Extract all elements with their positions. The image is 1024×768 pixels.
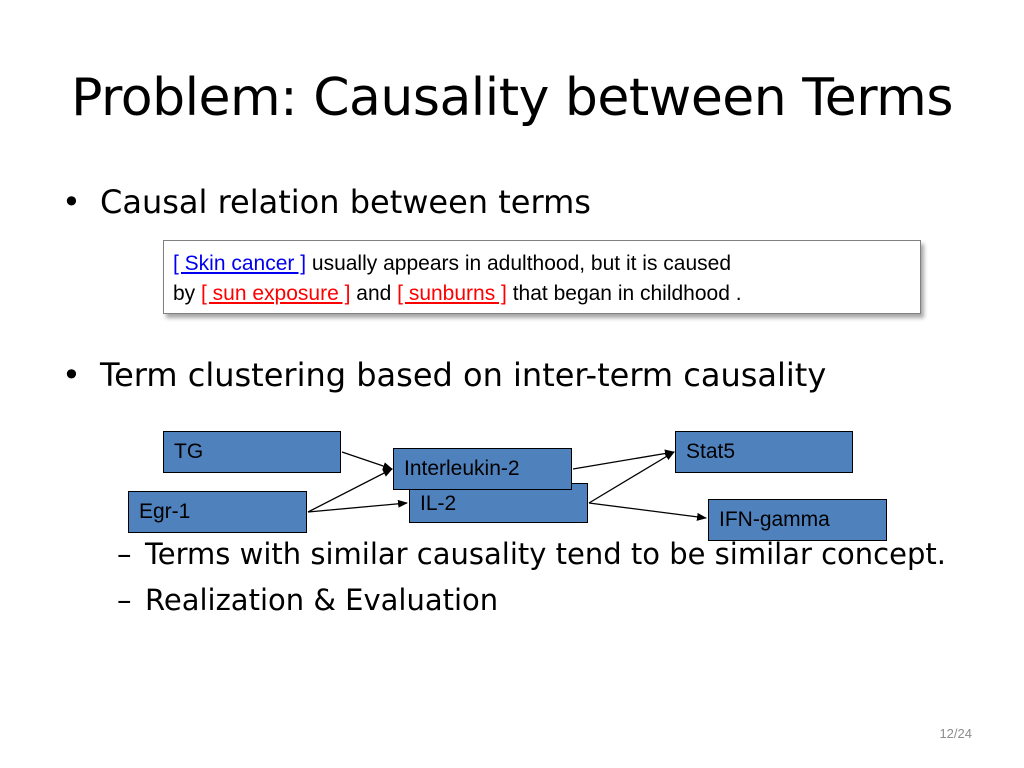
cause-term-sun-exposure: [ sun exposure ] <box>201 282 351 305</box>
cause-term-skin-cancer: [ Skin cancer ] <box>173 252 307 275</box>
bullet-term-clustering: • Term clustering based on inter-term cau… <box>62 355 826 395</box>
sub-bullet-realization: –Realization & Evaluation <box>117 582 498 618</box>
node-il-2: IL-2 <box>409 483 588 523</box>
sub-bullet-similar-causality: –Terms with similar causality tend to be… <box>117 536 946 572</box>
node-tg: TG <box>163 431 341 473</box>
bullet-causal-relation: • Causal relation between terms <box>62 182 591 222</box>
cause-term-sunburns: [ sunburns ] <box>397 282 507 305</box>
bullet-marker: • <box>62 183 81 221</box>
sub-bullet-text: Realization & Evaluation <box>145 583 499 617</box>
example-text: and <box>350 282 398 305</box>
slide-title: Problem: Causality between Terms <box>71 68 953 128</box>
example-text: usually appears in adulthood, but it is … <box>306 252 732 275</box>
bullet-text: Causal relation between terms <box>100 183 591 221</box>
sub-bullet-text: Terms with similar causality tend to be … <box>145 537 946 571</box>
node-egr-1: Egr-1 <box>128 491 307 533</box>
sub-bullet-marker: – <box>117 583 132 617</box>
arrow-egr1-to-interleukin <box>307 468 393 513</box>
arrow-tg-to-interleukin <box>341 451 393 470</box>
example-sentence-box: [ Skin cancer ] usually appears in adult… <box>163 240 921 314</box>
arrow-egr1-to-il2 <box>307 499 408 513</box>
sub-bullet-marker: – <box>117 537 132 571</box>
node-interleukin-2: Interleukin-2 <box>393 448 572 490</box>
arrow-il2-to-stat5 <box>588 451 675 504</box>
bullet-text: Term clustering based on inter-term caus… <box>100 356 827 394</box>
example-text: that began in childhood . <box>506 282 742 305</box>
node-ifn-gamma: IFN-gamma <box>708 499 887 541</box>
example-text: by <box>173 282 202 305</box>
arrow-il2-to-ifn-gamma <box>588 502 707 521</box>
arrow-interleukin-to-stat5 <box>572 449 675 470</box>
example-line-2: by [ sun exposure ] and [ sunburns ] tha… <box>173 279 920 309</box>
bullet-marker: • <box>62 356 81 394</box>
example-line-1: [ Skin cancer ] usually appears in adult… <box>173 249 920 279</box>
node-stat5: Stat5 <box>675 431 853 473</box>
page-number: 12/24 <box>939 726 972 741</box>
